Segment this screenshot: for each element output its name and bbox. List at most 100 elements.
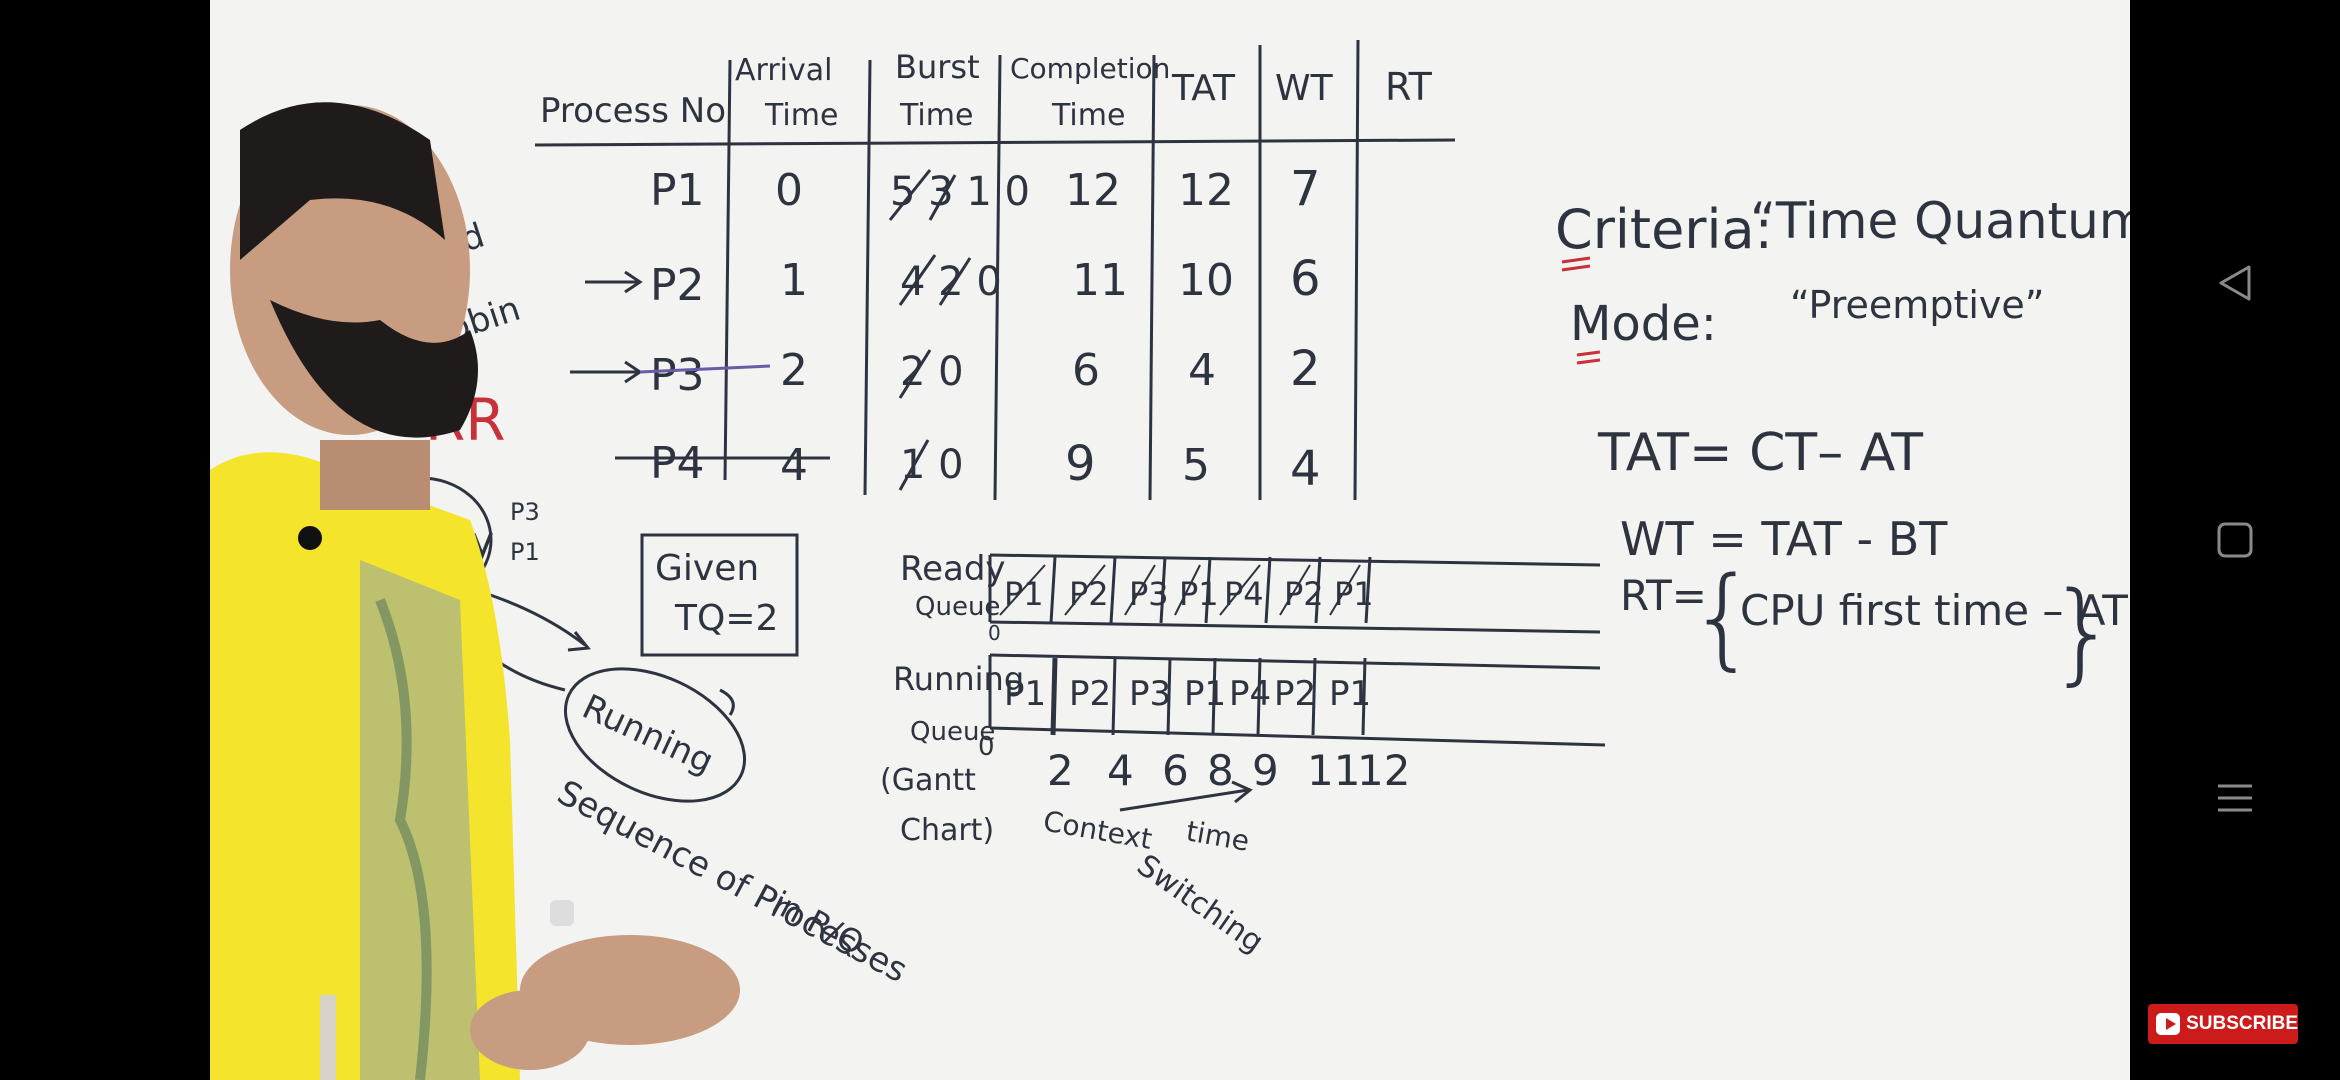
ready-queue-label-2: Queue [915,592,1000,622]
gantt-time-tick: 4 [1107,746,1134,795]
row1-arrival: 0 [775,165,803,216]
row2-process: P2 [650,260,705,311]
row3-arrow [570,360,643,384]
ready-queue-cell: P3 [1129,575,1169,613]
header-completion-2: Time [1051,98,1125,133]
ready-queue-cell: P2 [1284,575,1324,613]
process-table: Process No Arrival Time Burst Time Compl… [534,39,1456,501]
gantt-cell: P3 [1129,674,1171,714]
row3-wt: 2 [1290,341,1321,397]
ready-queue-cell: P1 [1004,575,1044,613]
ready-queue-cell-strike [1329,564,1361,616]
row3-process: P3 [650,350,705,401]
mode-value: “Preemptive” [1790,283,2044,327]
row2-completion: 11 [1072,255,1128,306]
header-wt: WT [1275,68,1334,109]
video-frame[interactable]: Process No Arrival Time Burst Time Compl… [210,0,2130,1080]
given-label: Given [655,548,759,589]
ready-queue-cell-strike [1174,564,1201,616]
running-queue-label-2: Queue [910,717,995,747]
gantt-note: (Gantt [880,763,976,798]
criteria-block: Criteria: “Time Quantum” Mode: “Preempti… [1555,192,2130,365]
system-navigation-bar [2130,0,2340,1080]
ready-queue-start: 0 [988,621,1001,645]
presenter [210,102,740,1080]
subscribe-label: SUBSCRIBE [2186,1013,2298,1034]
gantt-cell: P1 [1004,674,1046,714]
ready-queue-cell-strike [999,564,1046,616]
recents-button[interactable] [2130,738,2340,858]
row4-completion: 9 [1065,436,1096,492]
home-square-icon [2217,522,2253,558]
gantt-note-2: Chart) [900,813,994,848]
context-label: Context [1041,804,1155,856]
row1-process: P1 [650,165,705,216]
gantt-time-tick: 0 [978,732,995,762]
sequence-note-2: in R/Q [766,884,870,963]
gantt-cell: P2 [1069,674,1111,714]
brace-left: { [1688,553,1758,681]
criteria-label: Criteria: [1555,198,1773,261]
formula-rt-label: RT= [1620,571,1707,620]
queue-note-p1: P1 [510,538,540,566]
header-process-no: Process No [540,91,726,131]
row2-arrow [585,270,643,294]
given-box: Given TQ=2 [640,533,799,657]
gantt-time-tick: 11 [1307,746,1360,795]
queue-note-p3: P3 [510,498,540,526]
formula-wt: WT = TAT - BT [1620,512,1948,566]
header-arrival: Arrival [735,53,832,88]
gantt-time-tick: 2 [1047,746,1074,795]
formula-rt: CPU first time – AT [1740,586,2128,635]
running-queue-label: Running [893,660,1024,698]
ready-queue-cell-strike [1124,564,1156,616]
header-burst-2: Time [899,98,973,133]
home-button[interactable] [2130,480,2340,600]
row3-completion: 6 [1072,345,1100,396]
gantt-time-tick: 8 [1207,746,1234,795]
time-label: time [1184,814,1252,857]
row1-wt: 7 [1290,161,1321,217]
gantt-cell: P2 [1274,674,1316,714]
ready-queue-cell-strike [1064,564,1106,616]
gantt-time-tick: 9 [1252,746,1279,795]
ready-queue-cell-strike [1219,564,1261,616]
row3-strike [639,364,771,374]
criteria-value: “Time Quantum” [1750,192,2130,250]
row3-burst: 2 0 [900,349,964,395]
back-triangle-icon [2219,265,2251,301]
row4-wt: 4 [1290,441,1321,497]
row3-tat: 4 [1188,345,1216,396]
row4-arrival: 4 [780,440,808,491]
row4-burst: 1 0 [900,442,964,488]
formula-tat: TAT= CT– AT [1597,423,1923,483]
header-tat: TAT [1171,68,1236,109]
header-rt: RT [1385,65,1433,109]
ready-queue-cell: P1 [1334,575,1374,613]
brace-right: } [2048,568,2118,696]
menu-lines-icon [2218,784,2252,812]
header-burst: Burst [895,48,980,86]
ready-queue-label: Ready [900,549,1006,589]
switching-label: Switching [1130,848,1269,960]
header-arrival-2: Time [764,98,838,133]
row2-tat: 10 [1178,255,1234,306]
row1-tat: 12 [1178,165,1234,216]
gantt-cell: P1 [1184,674,1226,714]
row4-process: P4 [650,438,705,489]
ready-queue-cell: P2 [1069,575,1109,613]
mode-label: Mode: [1570,296,1717,352]
row4-tat: 5 [1182,440,1210,491]
subscribe-button[interactable]: SUBSCRIBE [2148,1004,2298,1044]
row2-arrival: 1 [780,255,808,306]
ready-queue-cell-strike [1279,564,1311,616]
gantt-time-tick: 6 [1162,746,1189,795]
formulas: TAT= CT– AT WT = TAT - BT RT= { CPU firs… [1597,423,2128,696]
youtube-play-icon [2156,1013,2181,1035]
row1-completion: 12 [1065,165,1121,216]
row3-arrival: 2 [780,345,808,396]
given-tq: TQ=2 [674,598,778,639]
back-button[interactable] [2130,223,2340,343]
